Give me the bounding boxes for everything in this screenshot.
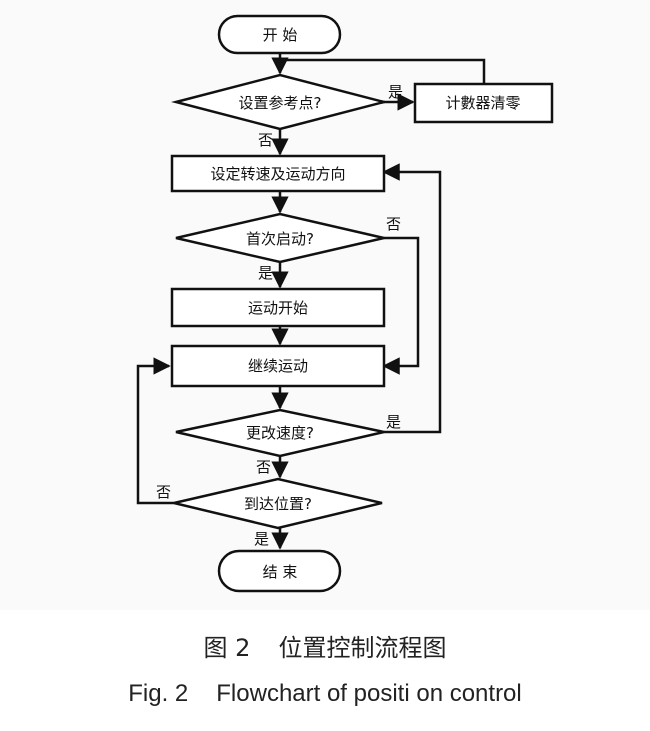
caption-cn-label: 图 2 (203, 634, 251, 662)
process-counter-clear: 计數器清零 (413, 82, 554, 124)
label-reach-position-yes: 是 (254, 530, 269, 548)
label-change-speed-yes: 是 (386, 413, 401, 431)
continue-motion-label: 继续运动 (248, 357, 308, 375)
edge-reach-position-no (136, 357, 174, 505)
label-first-start-no: 否 (386, 215, 401, 233)
process-set-speed: 设定转速及运动方向 (170, 154, 386, 193)
start-label: 开 始 (263, 26, 298, 44)
reach-position-label: 到达位置? (244, 495, 312, 513)
process-motion-start: 运动开始 (170, 287, 386, 328)
counter-clear-label: 计數器清零 (445, 94, 520, 112)
label-change-speed-no: 否 (256, 458, 271, 476)
edge-first-start-no (382, 236, 420, 375)
connectors (136, 53, 486, 550)
edge-change-speed-yes (382, 163, 442, 434)
decision-change-speed: 更改速度? (175, 408, 385, 458)
node-end: 结 束 (217, 549, 342, 593)
label-set-ref-yes: 是 (388, 83, 403, 101)
process-continue-motion: 继续运动 (170, 344, 386, 388)
set-ref-label: 设置参考点? (239, 94, 322, 112)
flowchart-figure: 开 始 设置参考点? 计數器清零 设定转速及运动方向 首次启动? 运动开始 继续… (136, 14, 554, 593)
motion-start-label: 运动开始 (248, 299, 308, 317)
label-set-ref-no: 否 (258, 131, 273, 149)
end-label: 结 束 (263, 563, 298, 581)
label-first-start-yes: 是 (258, 264, 273, 282)
decision-set-ref: 设置参考点? (171, 73, 389, 131)
caption-chinese: 图 2 位置控制流程图 (0, 628, 650, 663)
label-reach-position-no: 否 (156, 483, 171, 501)
edge-counter-clear-loop (280, 58, 486, 83)
edge-labels: 是 否 否 是 是 否 否 是 (156, 83, 403, 548)
decision-first-start: 首次启动? (175, 212, 385, 264)
decision-reach-position: 到达位置? (173, 477, 383, 530)
set-speed-label: 设定转速及运动方向 (210, 165, 345, 183)
caption-en-label: Fig. 2 (128, 680, 189, 707)
flowchart-svg: 开 始 设置参考点? 计數器清零 设定转速及运动方向 首次启动? 运动开始 继续… (136, 14, 554, 593)
caption-cn-title: 位置控制流程图 (278, 634, 447, 662)
caption-english: Fig. 2 Flowchart of positi on control (0, 680, 650, 708)
caption-en-title: Flowchart of positi on control (216, 680, 522, 707)
change-speed-label: 更改速度? (246, 424, 314, 442)
node-start: 开 始 (217, 14, 342, 55)
first-start-label: 首次启动? (246, 230, 314, 248)
